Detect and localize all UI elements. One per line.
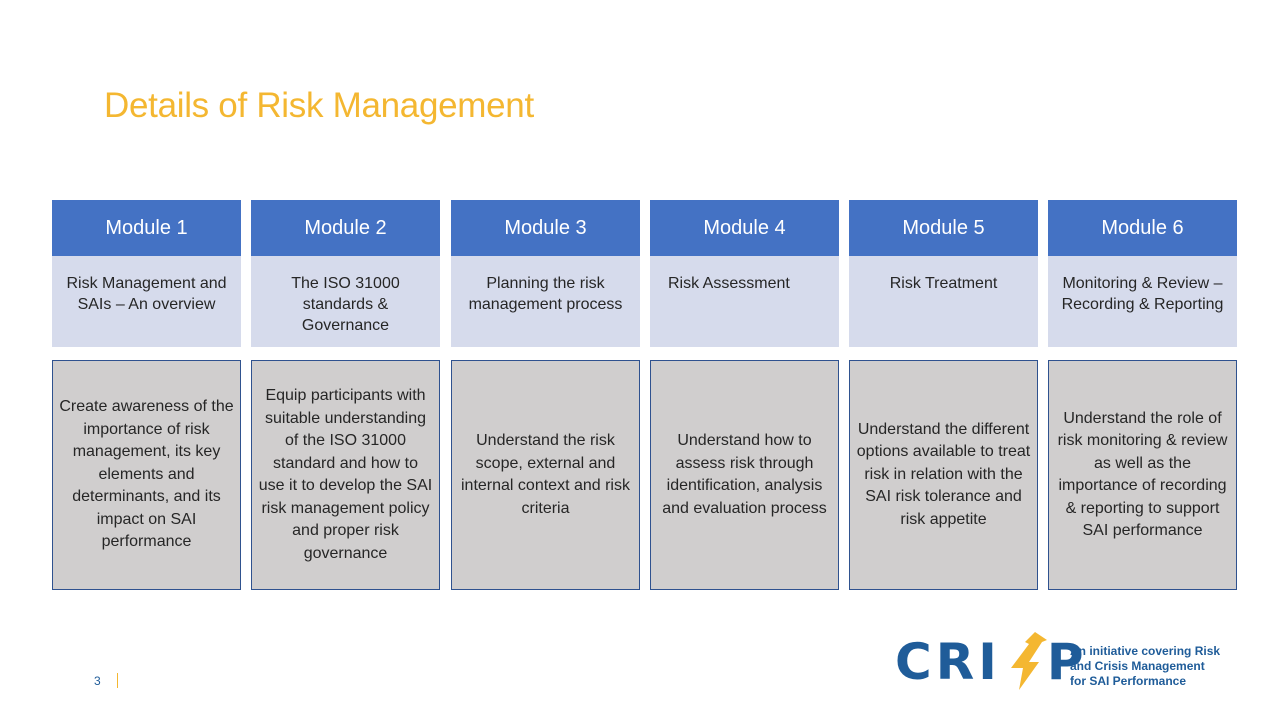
module-subtitle: Planning the risk management process (451, 256, 640, 347)
module-header: Module 1 (52, 200, 241, 256)
tagline-line-2: and Crisis Management (1070, 659, 1205, 673)
logo-wordmark: CRI P (895, 636, 1087, 688)
module-description: Equip participants with suitable underst… (251, 360, 440, 590)
logo-word-right: P (1046, 633, 1088, 691)
module-description-text: Understand how to assess risk through id… (662, 432, 827, 517)
module-header: Module 4 (650, 200, 839, 256)
module-description: Understand how to assess risk through id… (650, 360, 839, 590)
module-description: Understand the different options availab… (849, 360, 1038, 590)
module-header: Module 3 (451, 200, 640, 256)
tagline-line-3: for SAI Performance (1070, 674, 1187, 688)
crisp-logo: CRI P An initiative covering Risk and Cri… (895, 630, 1235, 692)
lightning-arrow-icon (1011, 632, 1047, 690)
module-description-text: Understand the risk scope, external and … (461, 432, 630, 517)
module-header: Module 2 (251, 200, 440, 256)
module-subtitle: The ISO 31000 standards & Governance (251, 256, 440, 347)
footer-divider (117, 673, 118, 688)
module-description-text: Understand the role of risk monitoring &… (1057, 409, 1228, 540)
tagline-line-1: An initiative covering Risk (1070, 644, 1221, 658)
module-subtitle: Risk Management and SAIs – An overview (52, 256, 241, 347)
slide-title: Details of Risk Management (104, 86, 534, 125)
module-subtitle: Risk Assessment (650, 256, 839, 347)
logo-tagline: An initiative covering Risk and Crisis M… (1070, 644, 1220, 689)
module-description-text: Equip participants with suitable underst… (258, 387, 433, 562)
module-description: Understand the role of risk monitoring &… (1048, 360, 1237, 590)
module-header: Module 6 (1048, 200, 1237, 256)
module-description: Understand the risk scope, external and … (451, 360, 640, 590)
module-header: Module 5 (849, 200, 1038, 256)
module-subtitle: Risk Treatment (849, 256, 1038, 347)
module-subtitle: Monitoring & Review – Recording & Report… (1048, 256, 1237, 347)
module-description-text: Create awareness of the importance of ri… (59, 398, 234, 551)
page-number: 3 (94, 674, 101, 688)
module-description: Create awareness of the importance of ri… (52, 360, 241, 590)
module-description-text: Understand the different options availab… (856, 420, 1031, 528)
logo-word-left: CRI (895, 633, 1001, 691)
